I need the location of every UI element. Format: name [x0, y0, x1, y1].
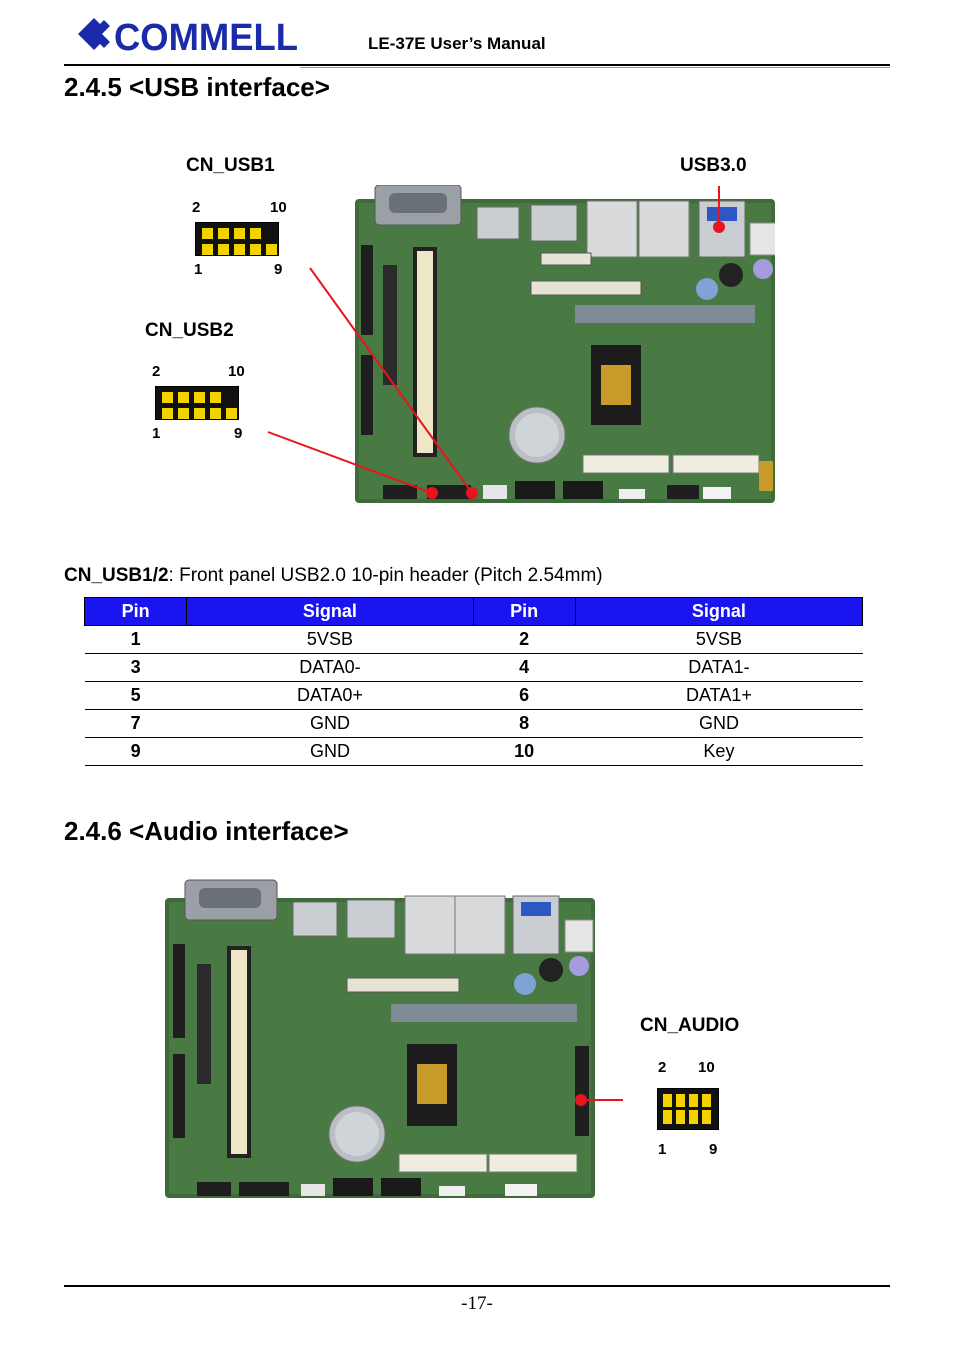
- table-cell-signal: DATA0-: [186, 653, 473, 682]
- table-cell-signal: DATA0+: [186, 681, 473, 710]
- table-row: 1 5VSB 2 5VSB: [84, 625, 863, 654]
- cn-usb1-pin-10: 10: [270, 199, 287, 216]
- cn-usb2-pin-2: 2: [152, 363, 161, 380]
- cn-usb2-pin-9: 9: [234, 425, 243, 442]
- table-row: 3 DATA0- 4 DATA1-: [84, 653, 863, 682]
- usb-pin-table: Pin Signal Pin Signal 1 5VSB 2 5VSB 3 DA…: [83, 597, 864, 766]
- audio-pointer: [575, 1094, 623, 1106]
- header-rule-shadow: [300, 67, 890, 68]
- usb30-pointer-dot: [713, 221, 725, 233]
- table-cell-pin: 4: [473, 653, 576, 682]
- cn-audio-pin-1: 1: [658, 1141, 667, 1158]
- cn-usb2-pin-1: 1: [152, 425, 161, 442]
- table-cell-pin: 3: [84, 653, 187, 682]
- cn-usb2-pointer-line: [267, 431, 433, 494]
- table-cell-signal: GND: [186, 709, 473, 738]
- cn-usb1-pin-9: 9: [274, 261, 283, 278]
- table-cell-signal: Key: [575, 737, 863, 766]
- cn-usb2-pointer-dot: [426, 487, 438, 499]
- table-row: 7 GND 8 GND: [84, 709, 863, 738]
- table-cell-pin: 2: [473, 625, 576, 654]
- table-header-cell: Pin: [83, 597, 188, 626]
- usb-description-bold: CN_USB1/2: [64, 565, 169, 586]
- manual-title: LE-37E User’s Manual: [368, 34, 546, 53]
- cn-audio-pin-9: 9: [709, 1141, 718, 1158]
- table-header-cell: Signal: [574, 597, 864, 626]
- table-row: 5 DATA0+ 6 DATA1+: [84, 681, 863, 710]
- usb-description: CN_USB1/2: Front panel USB2.0 10-pin hea…: [64, 565, 603, 587]
- table-header-cell: Pin: [472, 597, 576, 626]
- usb-board-photo: [355, 184, 777, 503]
- cn-usb1-pointer-line: [309, 267, 473, 494]
- cn-usb1-pin-1: 1: [194, 261, 203, 278]
- cn-usb2-pin-10: 10: [228, 363, 245, 380]
- table-cell-pin: 6: [473, 681, 576, 710]
- cn-usb1-label: CN_USB1: [186, 155, 275, 176]
- table-cell-signal: DATA1-: [575, 653, 863, 682]
- table-cell-pin: 9: [84, 737, 187, 766]
- audio-section-heading: 2.4.6 <Audio interface>: [64, 816, 349, 846]
- usb-pointer-lines: [267, 186, 725, 499]
- cn-usb1-pointer-dot: [466, 487, 478, 499]
- page-number: -17-: [461, 1293, 493, 1314]
- table-cell-signal: 5VSB: [575, 625, 863, 654]
- table-cell-pin: 8: [473, 709, 576, 738]
- footer-rule: [64, 1285, 890, 1287]
- header-rule: [64, 64, 890, 66]
- cn-audio-header-graphic: [657, 1088, 719, 1130]
- cn-usb2-header-graphic: [155, 386, 239, 420]
- table-cell-pin: 7: [84, 709, 187, 738]
- table-cell-signal: GND: [186, 737, 473, 766]
- logo-wordmark: COMMELL: [114, 17, 298, 59]
- usb-description-text: : Front panel USB2.0 10-pin header (Pitc…: [168, 565, 603, 586]
- commell-logo: COMMELL: [70, 4, 304, 62]
- usb-section-heading: 2.4.5 <USB interface>: [64, 72, 330, 102]
- table-cell-pin: 10: [473, 737, 576, 766]
- cn-usb1-header-graphic: [195, 222, 279, 256]
- table-row: 9 GND 10 Key: [84, 737, 863, 766]
- cn-audio-pin-2: 2: [658, 1059, 667, 1076]
- audio-board-photo: [165, 878, 595, 1198]
- cn-usb1-pin-2: 2: [192, 199, 201, 216]
- table-cell-signal: 5VSB: [186, 625, 473, 654]
- cn-audio-label: CN_AUDIO: [640, 1015, 740, 1036]
- usb30-label: USB3.0: [680, 155, 747, 176]
- cn-audio-pin-10: 10: [698, 1059, 715, 1076]
- table-cell-pin: 5: [84, 681, 187, 710]
- table-header-cell: Signal: [186, 597, 474, 626]
- cn-usb2-label: CN_USB2: [145, 320, 234, 341]
- table-cell-pin: 1: [84, 625, 187, 654]
- table-cell-signal: DATA1+: [575, 681, 863, 710]
- table-cell-signal: GND: [575, 709, 863, 738]
- table-header-row: Pin Signal Pin Signal: [83, 597, 864, 626]
